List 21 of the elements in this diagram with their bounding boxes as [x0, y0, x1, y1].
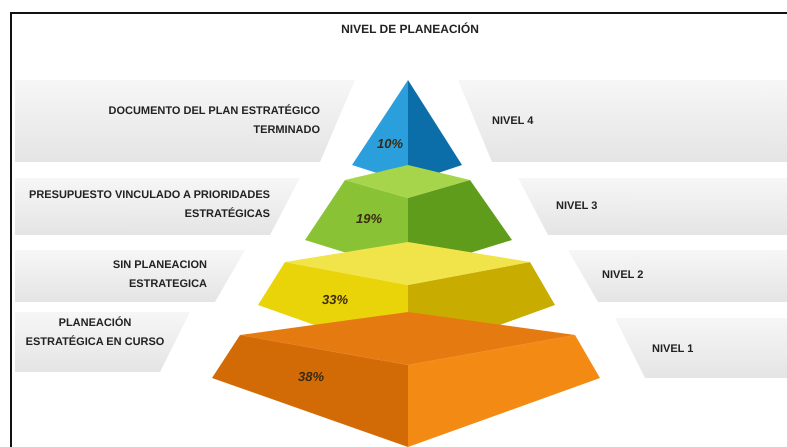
level-label: NIVEL 3 — [556, 199, 598, 214]
statement-text: PRESUPUESTO VINCULADO A PRIORIDADES ESTRATÉGICAS — [28, 188, 270, 222]
statement-text: SIN PLANEACION ESTRATEGICA — [112, 258, 207, 292]
label-panel — [15, 250, 245, 302]
percentage-label: 10% — [377, 136, 404, 151]
label-panel — [518, 178, 787, 235]
diagram-title: NIVEL DE PLANEACIÓN — [340, 22, 480, 36]
level-label: NIVEL 2 — [602, 268, 644, 283]
label-panel — [615, 318, 787, 378]
label-panel — [15, 80, 355, 162]
label-panel — [568, 250, 787, 302]
label-panel — [458, 80, 787, 162]
statement-text: PLANEACIÓN ESTRATÉGICA EN CURSO — [24, 315, 166, 350]
percentage-label: 38% — [298, 369, 324, 384]
statement-text: DOCUMENTO DEL PLAN ESTRATÉGICO TERMINADO — [108, 103, 320, 138]
level-label: NIVEL 4 — [492, 114, 534, 129]
percentage-label: 19% — [356, 211, 382, 226]
level-label: NIVEL 1 — [652, 342, 694, 357]
label-panel — [15, 312, 190, 372]
label-panel — [15, 178, 300, 235]
percentage-label: 33% — [322, 292, 348, 307]
